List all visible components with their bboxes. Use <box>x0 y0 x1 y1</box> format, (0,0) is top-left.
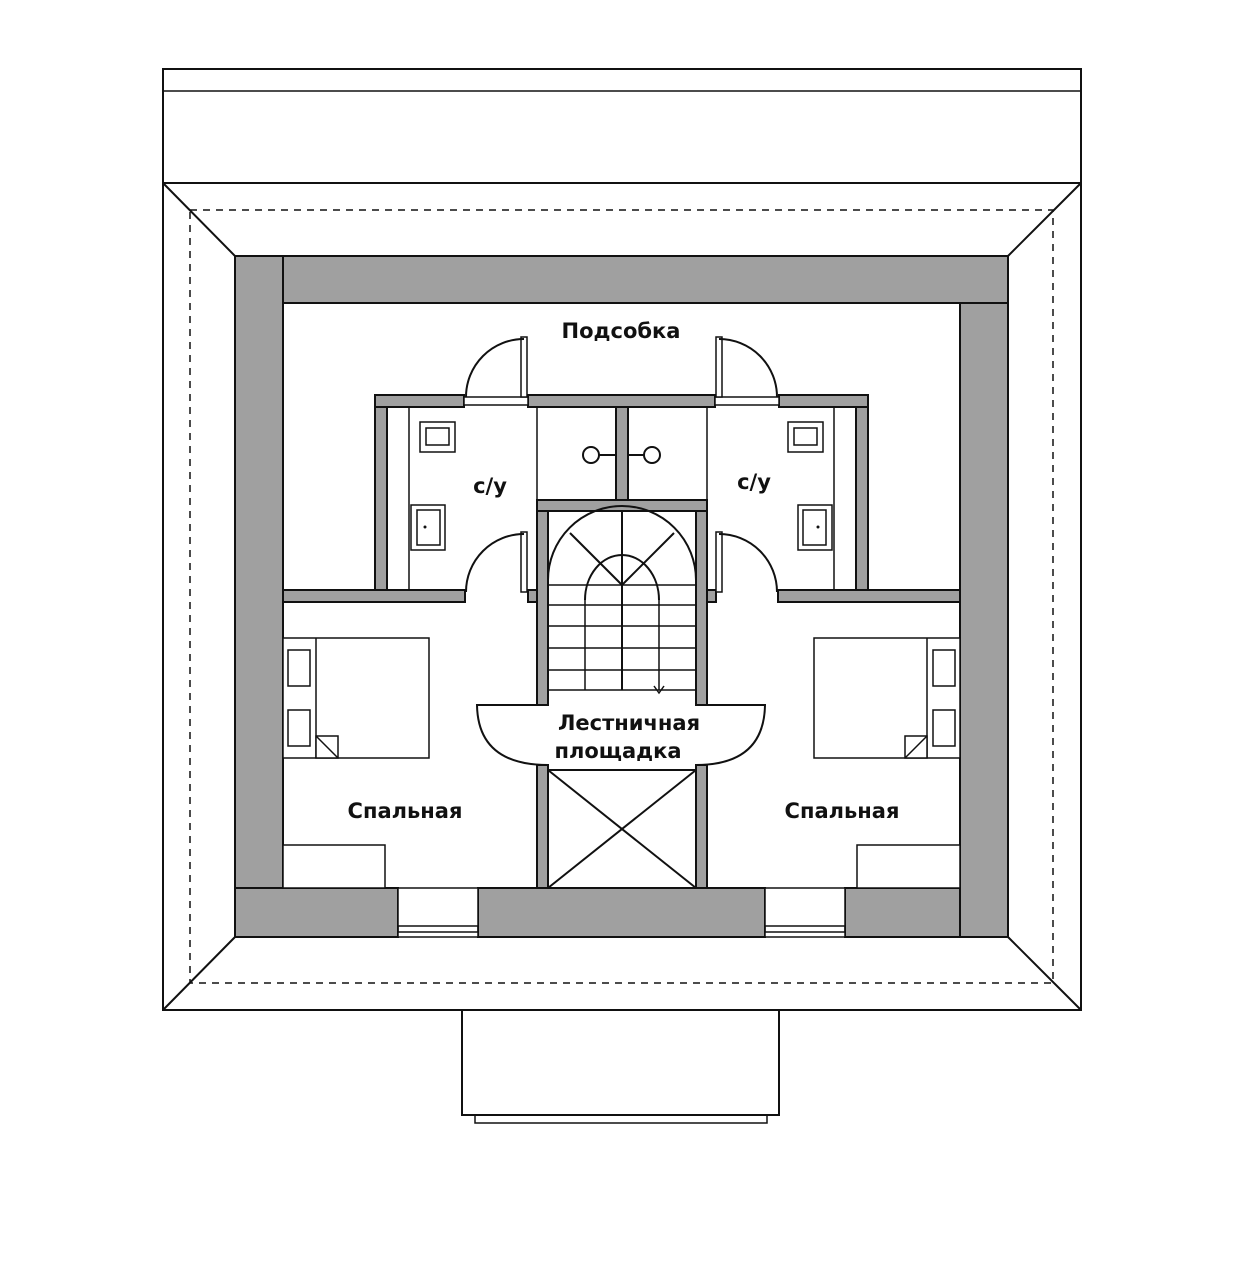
door-bathroom-left <box>465 531 528 593</box>
exterior-walls <box>234 255 1009 938</box>
sink-icon <box>419 421 824 453</box>
bed-right <box>813 637 961 759</box>
room-label-storage: Подсобка <box>562 319 681 343</box>
room-label-landing-line2: площадка <box>554 739 681 763</box>
stair-void <box>547 769 697 889</box>
window-right <box>764 887 846 938</box>
room-label-bathroom-right: с/у <box>737 470 771 494</box>
door-bathroom-right <box>715 531 778 593</box>
window-left <box>397 887 479 938</box>
desk-left <box>282 844 386 889</box>
door-storage-left <box>463 336 529 406</box>
landing <box>475 704 767 766</box>
staircase <box>547 505 697 695</box>
toilet-icon <box>410 504 833 551</box>
porch <box>461 1009 780 1124</box>
shower-icon <box>582 446 661 464</box>
room-label-bedroom-left: Спальная <box>348 799 463 823</box>
door-storage-right <box>714 336 780 406</box>
bed-left <box>282 637 430 759</box>
desk-right <box>856 844 961 889</box>
room-label-bathroom-left: с/у <box>473 474 507 498</box>
roof-overhang-top <box>162 68 1082 184</box>
room-label-bedroom-right: Спальная <box>785 799 900 823</box>
room-label-landing-line1: Лестничная <box>558 711 700 735</box>
